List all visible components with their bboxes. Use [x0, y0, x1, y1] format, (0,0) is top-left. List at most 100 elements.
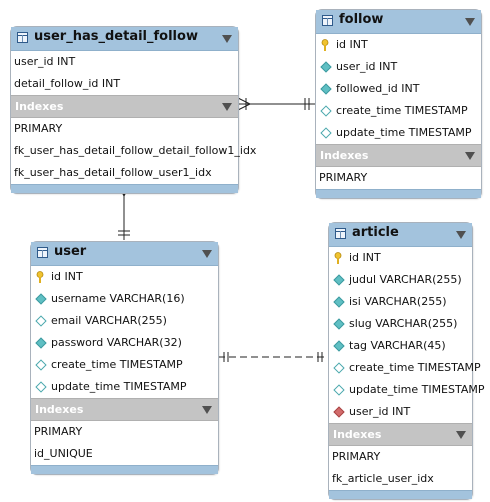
- column-label: create_time TIMESTAMP: [336, 104, 468, 117]
- column-row[interactable]: user_id INT: [329, 401, 472, 423]
- column-row[interactable]: id INT: [31, 266, 218, 288]
- indexes-label: Indexes: [320, 149, 369, 162]
- column-label: id INT: [349, 251, 381, 264]
- table-header[interactable]: article: [329, 223, 472, 247]
- collapse-toggle-icon[interactable]: [222, 35, 232, 43]
- indexes-section-header[interactable]: Indexes: [329, 423, 472, 446]
- index-row[interactable]: PRIMARY: [31, 421, 218, 443]
- table-article[interactable]: article id INT judul VARCHAR(255) isi VA…: [328, 222, 485, 500]
- column-row[interactable]: id INT: [316, 34, 481, 56]
- table-icon: [37, 247, 48, 258]
- table-footer: [31, 465, 218, 474]
- rel-uhdf-follow-crowfoot-a: [237, 97, 251, 105]
- not-null-column-icon: [333, 318, 345, 330]
- column-row[interactable]: create_time TIMESTAMP: [31, 354, 218, 376]
- table-icon: [322, 15, 333, 26]
- column-label: user_id INT: [336, 60, 398, 73]
- index-row[interactable]: PRIMARY: [316, 167, 481, 189]
- index-row[interactable]: fk_user_has_detail_follow_user1_idx: [11, 162, 238, 184]
- primary-key-icon: [334, 252, 342, 264]
- column-label: isi VARCHAR(255): [349, 295, 447, 308]
- table-user[interactable]: user id INT username VARCHAR(16) email V…: [30, 241, 219, 475]
- column-row[interactable]: update_time TIMESTAMP: [316, 122, 481, 144]
- table-name: user_has_detail_follow: [34, 29, 198, 44]
- table-follow[interactable]: follow id INT user_id INT followed_id IN…: [315, 9, 482, 199]
- column-row[interactable]: user_id INT: [316, 56, 481, 78]
- table-header[interactable]: user_has_detail_follow: [11, 27, 238, 51]
- index-label: PRIMARY: [14, 122, 63, 135]
- column-row[interactable]: username VARCHAR(16): [31, 288, 218, 310]
- column-label: password VARCHAR(32): [51, 336, 182, 349]
- not-null-column-icon: [333, 296, 345, 308]
- column-label: judul VARCHAR(255): [349, 273, 462, 286]
- index-row[interactable]: fk_user_has_detail_follow_detail_follow1…: [11, 140, 256, 162]
- index-label: PRIMARY: [332, 450, 381, 463]
- index-label: fk_user_has_detail_follow_user1_idx: [14, 166, 212, 179]
- not-null-column-icon: [320, 61, 332, 73]
- foreign-key-icon: [333, 406, 345, 418]
- indexes-section-header[interactable]: Indexes: [11, 95, 238, 118]
- collapse-toggle-icon[interactable]: [465, 152, 475, 160]
- indexes-label: Indexes: [35, 403, 84, 416]
- column-row[interactable]: update_time TIMESTAMP: [31, 376, 218, 398]
- nullable-column-icon: [320, 127, 332, 139]
- column-row[interactable]: email VARCHAR(255): [31, 310, 218, 332]
- column-label: id INT: [51, 270, 83, 283]
- nullable-column-icon: [333, 384, 345, 396]
- collapse-toggle-icon[interactable]: [456, 431, 466, 439]
- column-row[interactable]: tag VARCHAR(45): [329, 335, 472, 357]
- column-label: create_time TIMESTAMP: [51, 358, 183, 371]
- column-label: detail_follow_id INT: [14, 77, 121, 90]
- not-null-column-icon: [333, 274, 345, 286]
- column-row[interactable]: create_time TIMESTAMP: [329, 357, 481, 379]
- column-row[interactable]: password VARCHAR(32): [31, 332, 218, 354]
- column-label: tag VARCHAR(45): [349, 339, 446, 352]
- table-header[interactable]: follow: [316, 10, 481, 34]
- table-footer: [329, 490, 472, 499]
- index-label: id_UNIQUE: [34, 447, 93, 460]
- index-row[interactable]: PRIMARY: [11, 118, 238, 140]
- column-row[interactable]: create_time TIMESTAMP: [316, 100, 481, 122]
- nullable-column-icon: [35, 381, 47, 393]
- collapse-toggle-icon[interactable]: [456, 231, 466, 239]
- table-user-has-detail-follow[interactable]: user_has_detail_follow user_id INT detai…: [10, 26, 256, 194]
- table-header[interactable]: user: [31, 242, 218, 266]
- column-label: user_id INT: [14, 55, 76, 68]
- column-label: user_id INT: [349, 405, 411, 418]
- table-icon: [17, 32, 28, 43]
- column-label: create_time TIMESTAMP: [349, 361, 481, 374]
- index-row[interactable]: fk_article_user_idx: [329, 468, 472, 490]
- collapse-toggle-icon[interactable]: [202, 250, 212, 258]
- nullable-column-icon: [320, 105, 332, 117]
- not-null-column-icon: [320, 83, 332, 95]
- index-label: fk_article_user_idx: [332, 472, 434, 485]
- column-row[interactable]: judul VARCHAR(255): [329, 269, 472, 291]
- table-footer: [316, 189, 481, 198]
- column-row[interactable]: followed_id INT: [316, 78, 481, 100]
- index-label: fk_user_has_detail_follow_detail_follow1…: [14, 144, 257, 157]
- column-row[interactable]: detail_follow_id INT: [11, 73, 238, 95]
- nullable-column-icon: [35, 315, 47, 327]
- rel-uhdf-follow-crowfoot-b: [237, 103, 251, 111]
- column-row[interactable]: isi VARCHAR(255): [329, 291, 472, 313]
- collapse-toggle-icon[interactable]: [465, 18, 475, 26]
- index-row[interactable]: PRIMARY: [329, 446, 472, 468]
- indexes-section-header[interactable]: Indexes: [31, 398, 218, 421]
- index-label: PRIMARY: [34, 425, 83, 438]
- primary-key-icon: [321, 39, 329, 51]
- column-label: update_time TIMESTAMP: [336, 126, 472, 139]
- index-row[interactable]: id_UNIQUE: [31, 443, 218, 465]
- not-null-column-icon: [35, 293, 47, 305]
- column-row[interactable]: slug VARCHAR(255): [329, 313, 472, 335]
- collapse-toggle-icon[interactable]: [222, 103, 232, 111]
- indexes-label: Indexes: [15, 100, 64, 113]
- indexes-section-header[interactable]: Indexes: [316, 144, 481, 167]
- collapse-toggle-icon[interactable]: [202, 406, 212, 414]
- table-icon: [335, 228, 346, 239]
- table-name: article: [352, 225, 399, 240]
- column-row[interactable]: id INT: [329, 247, 472, 269]
- column-row[interactable]: user_id INT: [11, 51, 238, 73]
- column-row[interactable]: update_time TIMESTAMP: [329, 379, 485, 401]
- indexes-label: Indexes: [333, 428, 382, 441]
- column-label: email VARCHAR(255): [51, 314, 167, 327]
